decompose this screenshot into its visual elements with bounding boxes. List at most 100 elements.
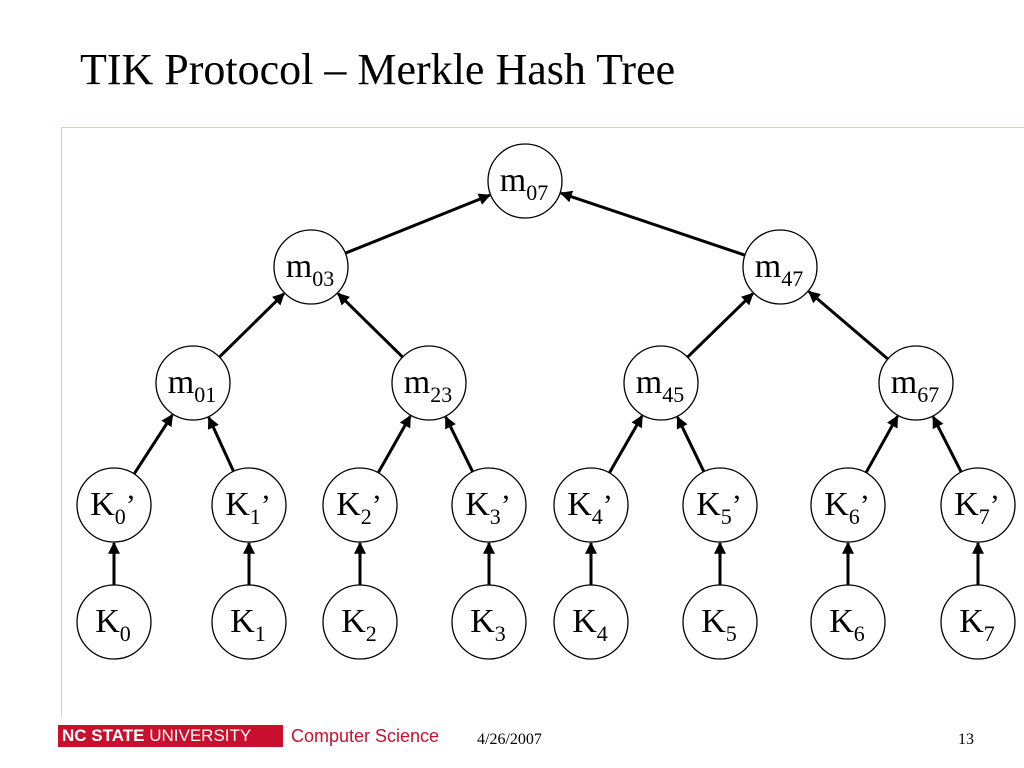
edge-m03-to-m07 bbox=[344, 193, 491, 255]
node-label: m01 bbox=[168, 364, 216, 407]
node-circle bbox=[451, 584, 527, 660]
tree-node-K0: K0 bbox=[76, 584, 152, 660]
node-circle bbox=[451, 467, 527, 543]
node-label-subscript: 2 bbox=[366, 621, 377, 646]
node-label: m67 bbox=[891, 364, 939, 407]
node-label-subscript: 0 bbox=[120, 621, 131, 646]
edge-K1p-to-m01 bbox=[207, 416, 235, 472]
node-label-subscript: 7 bbox=[979, 504, 990, 529]
node-label-subscript: 1 bbox=[255, 621, 266, 646]
node-circle bbox=[487, 143, 563, 219]
tree-node-m03: m03 bbox=[273, 229, 349, 305]
tree-node-K5: K5 bbox=[682, 584, 758, 660]
node-label-base: m bbox=[286, 248, 312, 285]
tree-node-m01: m01 bbox=[155, 345, 231, 421]
node-label-subscript: 6 bbox=[849, 504, 860, 529]
node-label-base: K bbox=[341, 603, 366, 640]
node-circle bbox=[810, 584, 886, 660]
node-circle bbox=[76, 584, 152, 660]
node-label-base: m bbox=[404, 364, 430, 401]
node-label-base: K bbox=[336, 486, 361, 523]
node-label-subscript: 6 bbox=[854, 621, 865, 646]
node-circle bbox=[211, 467, 287, 543]
node-label: K0’ bbox=[90, 486, 136, 529]
tree-node-K1: K1 bbox=[211, 584, 287, 660]
tree-node-K3p: K3’ bbox=[451, 467, 527, 543]
node-label: K5 bbox=[701, 603, 737, 646]
tree-node-K4: K4 bbox=[553, 584, 629, 660]
node-label: K2’ bbox=[336, 486, 382, 529]
tree-node-K4p: K4’ bbox=[553, 467, 629, 543]
edge-m01-to-m03 bbox=[218, 292, 285, 359]
node-circle bbox=[940, 584, 1016, 660]
tree-node-K2p: K2’ bbox=[322, 467, 398, 543]
tree-node-K0p: K0’ bbox=[76, 467, 152, 543]
node-label-prime: ’ bbox=[501, 489, 511, 522]
node-label-base: m bbox=[636, 364, 662, 401]
node-label-subscript: 5 bbox=[721, 504, 732, 529]
node-circle bbox=[878, 345, 954, 421]
node-label: K0 bbox=[95, 603, 131, 646]
node-circle bbox=[682, 467, 758, 543]
node-label: m45 bbox=[636, 364, 684, 407]
node-label-base: K bbox=[959, 603, 984, 640]
node-label-subscript: 67 bbox=[917, 382, 939, 407]
edge-K2p-to-m23 bbox=[376, 415, 412, 474]
tree-node-m47: m47 bbox=[742, 229, 818, 305]
node-label-subscript: 7 bbox=[984, 621, 995, 646]
edge-K4p-to-m45 bbox=[608, 414, 644, 474]
node-circle bbox=[76, 467, 152, 543]
node-label-base: K bbox=[567, 486, 592, 523]
node-label: K4 bbox=[572, 603, 608, 646]
tree-node-K2: K2 bbox=[322, 584, 398, 660]
node-label-subscript: 5 bbox=[726, 621, 737, 646]
edge-K0p-to-m01 bbox=[132, 413, 174, 475]
tree-node-m45: m45 bbox=[623, 345, 699, 421]
node-label-base: K bbox=[230, 603, 255, 640]
node-label: K3 bbox=[470, 603, 506, 646]
node-label-subscript: 2 bbox=[361, 504, 372, 529]
node-label-prime: ’ bbox=[860, 489, 870, 522]
node-label-subscript: 47 bbox=[781, 266, 803, 291]
department-name: Computer Science bbox=[291, 726, 440, 746]
node-label-subscript: 1 bbox=[250, 504, 261, 529]
edge-m23-to-m03 bbox=[337, 292, 404, 359]
edge-K6p-to-m67 bbox=[864, 415, 899, 474]
node-circle bbox=[682, 584, 758, 660]
node-label-base: m bbox=[755, 248, 781, 285]
content-rule-top bbox=[62, 127, 1024, 128]
tree-node-K1p: K1’ bbox=[211, 467, 287, 543]
tree-node-m67: m67 bbox=[878, 345, 954, 421]
node-label-subscript: 3 bbox=[490, 504, 501, 529]
node-label: m07 bbox=[500, 162, 548, 205]
node-label: K1 bbox=[230, 603, 266, 646]
node-label-base: K bbox=[470, 603, 495, 640]
node-label: K5’ bbox=[696, 486, 742, 529]
node-label-prime: ’ bbox=[990, 489, 1000, 522]
node-label: K4’ bbox=[567, 486, 613, 529]
footer-date: 4/26/2007 bbox=[477, 731, 542, 748]
node-label-prime: ’ bbox=[261, 489, 271, 522]
node-label-prime: ’ bbox=[372, 489, 382, 522]
node-label-base: K bbox=[90, 486, 115, 523]
node-circle bbox=[742, 229, 818, 305]
node-circle bbox=[391, 345, 467, 421]
node-label-subscript: 01 bbox=[194, 382, 216, 407]
node-label-base: K bbox=[465, 486, 490, 523]
node-circle bbox=[322, 584, 398, 660]
node-label-prime: ’ bbox=[603, 489, 613, 522]
node-label: m47 bbox=[755, 248, 803, 291]
node-label-base: m bbox=[168, 364, 194, 401]
node-label: K6 bbox=[829, 603, 865, 646]
edge-K7p-to-m67 bbox=[931, 415, 963, 473]
node-label-subscript: 23 bbox=[430, 382, 452, 407]
edge-m45-to-m47 bbox=[686, 292, 754, 359]
node-label-subscript: 4 bbox=[597, 621, 608, 646]
tree-node-K6: K6 bbox=[810, 584, 886, 660]
node-label: K1’ bbox=[225, 486, 271, 529]
logo-regular-text: UNIVERSITY bbox=[149, 726, 252, 745]
node-label-subscript: 3 bbox=[495, 621, 506, 646]
node-label-base: m bbox=[891, 364, 917, 401]
node-label-subscript: 0 bbox=[115, 504, 126, 529]
